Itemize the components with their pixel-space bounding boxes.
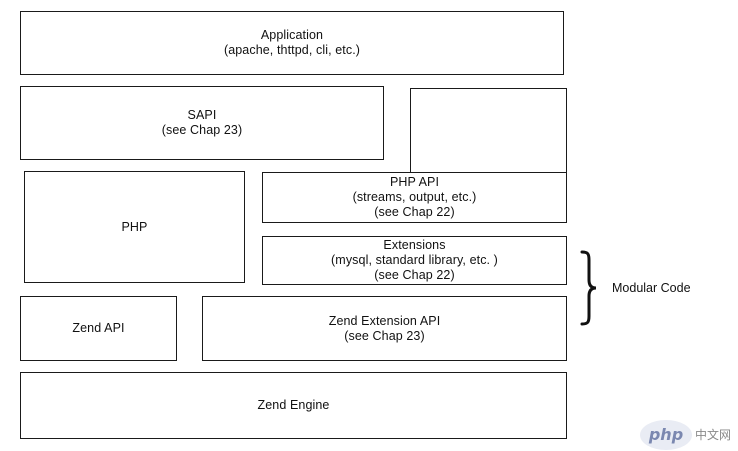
- sapi-subtitle: (see Chap 23): [161, 123, 243, 137]
- extensions-layer: Extensions (mysql, standard library, etc…: [262, 236, 567, 285]
- application-layer: Application (apache, thttpd, cli, etc.): [20, 11, 564, 75]
- zend-extension-api-layer: Zend Extension API (see Chap 23): [202, 296, 567, 361]
- application-subtitle: (apache, thttpd, cli, etc.): [223, 43, 361, 57]
- extensions-title: Extensions: [383, 238, 446, 252]
- php-api-layer: PHP API (streams, output, etc.) (see Cha…: [262, 172, 567, 223]
- php-title: PHP: [121, 219, 148, 234]
- modular-code-label: Modular Code: [612, 281, 691, 295]
- zend-api-title: Zend API: [72, 321, 125, 335]
- watermark-site-text: 中文网: [695, 428, 732, 442]
- watermark: php 中文网: [640, 418, 738, 451]
- php-logo-watermark: php: [640, 419, 692, 450]
- zend-engine-title: Zend Engine: [257, 398, 330, 412]
- empty-layer-box: [410, 88, 567, 174]
- zend-api-layer: Zend API: [20, 296, 177, 361]
- zend-extension-api-subtitle: (see Chap 23): [344, 328, 425, 343]
- php-api-title: PHP API: [389, 175, 440, 189]
- zend-engine-layer: Zend Engine: [20, 372, 567, 439]
- extensions-note: (see Chap 22): [374, 268, 455, 282]
- php-api-note: (see Chap 22): [374, 205, 455, 219]
- sapi-layer: SAPI (see Chap 23): [20, 86, 384, 160]
- zend-extension-api-title: Zend Extension API: [328, 313, 441, 328]
- sapi-title: SAPI: [187, 108, 217, 122]
- application-title: Application: [260, 28, 324, 42]
- php-layer: PHP: [24, 171, 245, 283]
- php-api-subtitle: (streams, output, etc.): [352, 190, 477, 204]
- extensions-subtitle: (mysql, standard library, etc. ): [331, 253, 498, 267]
- curly-brace-icon: [580, 250, 597, 326]
